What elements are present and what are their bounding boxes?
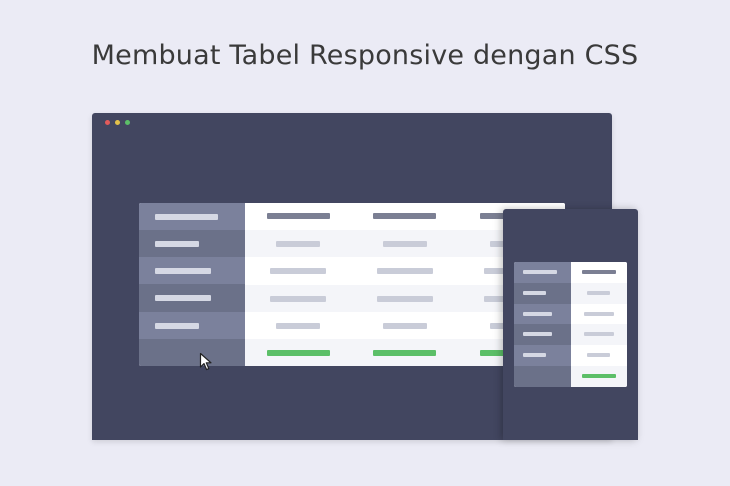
row-label-placeholder [155,295,211,302]
cell-placeholder [377,295,433,302]
mobile-table-mockup [514,262,627,387]
table-row-label [139,311,245,339]
table-row-label [139,230,245,258]
cell-placeholder [383,322,427,329]
row-label-placeholder [155,322,199,329]
cell-placeholder [587,353,610,358]
row-label-placeholder [155,241,199,248]
header-cell-placeholder [582,270,616,274]
table-row-header [514,262,571,283]
table-row-label [514,324,571,346]
row-label-placeholder [523,353,546,358]
mobile-table-header-column [514,262,571,387]
cell-placeholder [383,241,427,248]
table-row-header [571,262,627,283]
cell-placeholder [584,311,614,316]
row-label-placeholder [523,332,552,337]
action-button-placeholder [582,374,616,379]
header-cell-placeholder [373,213,436,219]
table-row-label [514,282,571,304]
action-button-placeholder [373,349,436,356]
row-label-placeholder [523,311,552,316]
table-row-label [514,345,571,367]
header-label-placeholder [155,214,218,220]
cell-placeholder [276,322,320,329]
table-row-label [139,257,245,285]
minimize-dot-icon [115,120,120,125]
maximize-dot-icon [125,120,130,125]
table-row [571,324,627,346]
cell-placeholder [270,295,326,302]
row-label-placeholder [523,290,546,295]
table-row-header [139,203,245,231]
header-label-placeholder [523,270,557,274]
close-dot-icon [105,120,110,125]
table-row-label [514,366,571,387]
cell-placeholder [587,290,610,295]
table-row [571,303,627,325]
table-row-label [514,303,571,325]
window-controls [105,120,130,125]
row-label-placeholder [155,268,211,275]
cell-placeholder [270,268,326,275]
cell-placeholder [584,332,614,337]
desktop-table-mockup [139,203,565,366]
cell-placeholder [377,268,433,275]
action-button-placeholder [267,349,330,356]
table-row-label [139,338,245,366]
table-row [571,345,627,367]
cell-placeholder [276,241,320,248]
mouse-pointer-icon [199,352,212,371]
table-row-label [139,284,245,312]
table-row [571,282,627,304]
page-title: Membuat Tabel Responsive dengan CSS [91,40,639,71]
header-cell-placeholder [267,213,330,219]
table-header-column [139,203,245,366]
table-row-action [571,366,627,387]
mobile-device-mockup [503,209,638,440]
